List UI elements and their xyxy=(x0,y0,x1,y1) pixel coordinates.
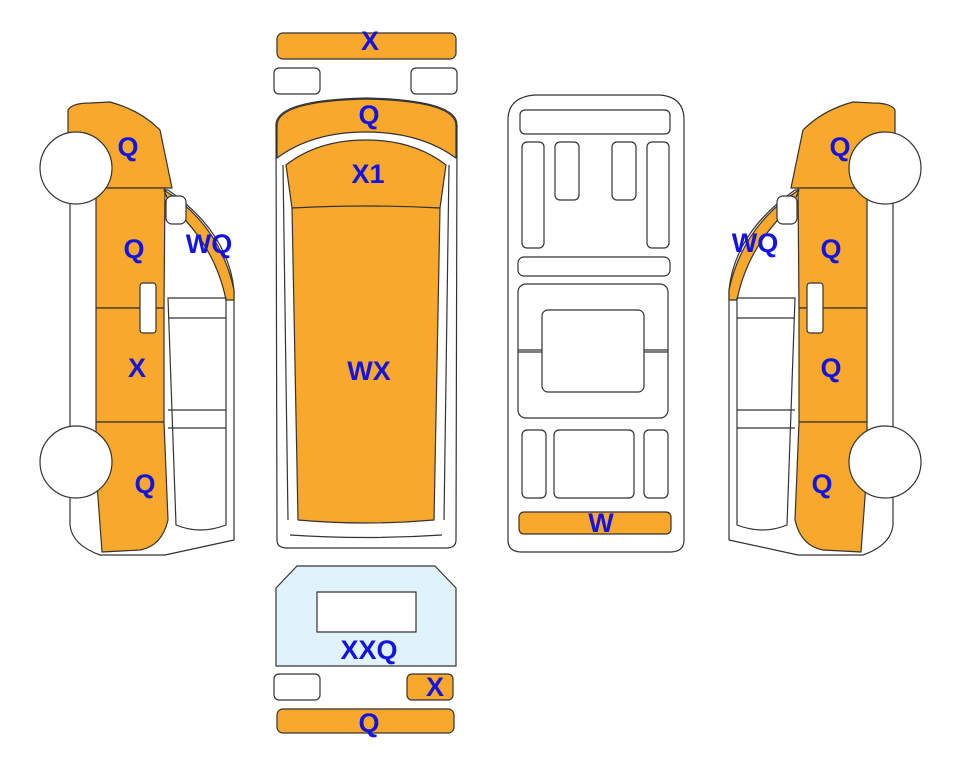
front-left-headlight-part[interactable] xyxy=(273,67,321,95)
underside-front-right-arm[interactable] xyxy=(611,141,637,201)
underside-rear-axle[interactable] xyxy=(553,429,635,499)
damage-labels: X Q X1 WX W XXQ X Q Q Q WQ X Q Q Q WQ Q … xyxy=(117,26,850,738)
underside-front-left-arm[interactable] xyxy=(554,141,580,201)
left-front-door-label: Q xyxy=(123,234,144,264)
rear-right-light-label: X xyxy=(426,672,444,702)
rear-right-light-part[interactable] xyxy=(406,673,454,701)
underside-front-panel[interactable] xyxy=(519,109,671,135)
underside-front-right-rail[interactable] xyxy=(646,141,670,249)
roof-part[interactable] xyxy=(291,205,441,524)
left-rear-wheel xyxy=(39,425,113,499)
windshield-frame-label: X1 xyxy=(351,159,384,189)
front-bumper-part[interactable] xyxy=(276,32,457,60)
hood-part[interactable] xyxy=(276,98,457,159)
underside-cross-member[interactable] xyxy=(517,256,671,277)
windshield-frame-part[interactable] xyxy=(285,139,447,209)
rear-left-light-part[interactable] xyxy=(273,673,321,701)
left-front-quarter-glass xyxy=(165,195,187,225)
right-rear-wheel xyxy=(848,425,922,499)
rear-view xyxy=(273,565,457,734)
rear-bumper-part[interactable] xyxy=(276,708,455,734)
left-rear-panel-part[interactable] xyxy=(95,421,169,553)
top-view xyxy=(273,32,458,549)
left-mirror-label: WQ xyxy=(186,229,233,259)
underside-view xyxy=(507,94,685,553)
right-door-handle[interactable] xyxy=(806,282,824,334)
right-mirror-label: WQ xyxy=(732,228,779,258)
rear-step-part[interactable] xyxy=(518,511,672,535)
roof-side-right-line xyxy=(443,164,450,521)
roof-side-left-line xyxy=(282,164,289,521)
rear-step-label: W xyxy=(588,508,614,538)
underside-rear-right-rail[interactable] xyxy=(643,429,669,499)
front-right-headlight-part[interactable] xyxy=(410,67,458,95)
left-window-frame xyxy=(167,297,227,531)
right-side-view xyxy=(728,101,922,556)
roof-label: WX xyxy=(347,356,391,386)
rear-bumper-label: Q xyxy=(358,708,379,738)
left-rear-panel-label: Q xyxy=(134,469,155,499)
right-front-quarter-glass xyxy=(776,195,798,225)
underside-front-left-rail[interactable] xyxy=(521,141,545,249)
right-window-frame xyxy=(736,297,796,531)
right-front-door-label: Q xyxy=(820,234,841,264)
right-front-wheel xyxy=(848,131,922,205)
roof-rear-line xyxy=(289,534,443,539)
hood-label: Q xyxy=(358,100,379,130)
right-rear-panel-label: Q xyxy=(811,469,832,499)
rear-plate-area xyxy=(316,591,417,633)
underside-fuel-tank[interactable] xyxy=(541,309,645,393)
left-door-handle[interactable] xyxy=(139,282,157,334)
right-sliding-door-label: Q xyxy=(820,353,841,383)
underside-rear-left-rail[interactable] xyxy=(521,429,547,499)
left-sliding-door-label: X xyxy=(128,353,146,383)
left-front-fender-label: Q xyxy=(117,132,138,162)
rear-window-label: XXQ xyxy=(340,635,397,665)
left-side-view xyxy=(39,101,235,556)
front-bumper-label: X xyxy=(361,26,379,56)
left-front-wheel xyxy=(39,131,113,205)
right-front-fender-label: Q xyxy=(829,132,850,162)
right-rear-panel-part[interactable] xyxy=(794,421,868,553)
